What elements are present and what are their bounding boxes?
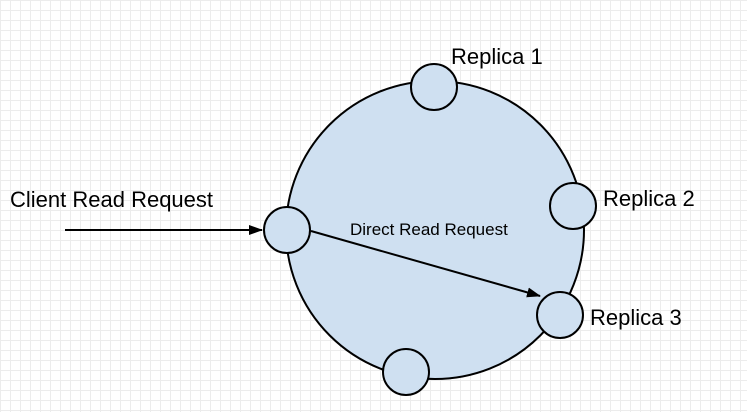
client-request-label: Client Read Request xyxy=(10,187,213,212)
replica-2-label: Replica 2 xyxy=(603,186,695,211)
replica-2-node xyxy=(549,182,597,230)
replica-3-node xyxy=(536,291,584,339)
replica-1-label: Replica 1 xyxy=(451,44,543,69)
coordinator-node xyxy=(263,206,311,254)
direct-request-arrow xyxy=(310,230,541,298)
replica-1-node xyxy=(410,63,458,111)
ring-node-bottom xyxy=(382,348,430,396)
replica-3-label: Replica 3 xyxy=(590,305,682,330)
direct-request-label: Direct Read Request xyxy=(350,220,508,239)
